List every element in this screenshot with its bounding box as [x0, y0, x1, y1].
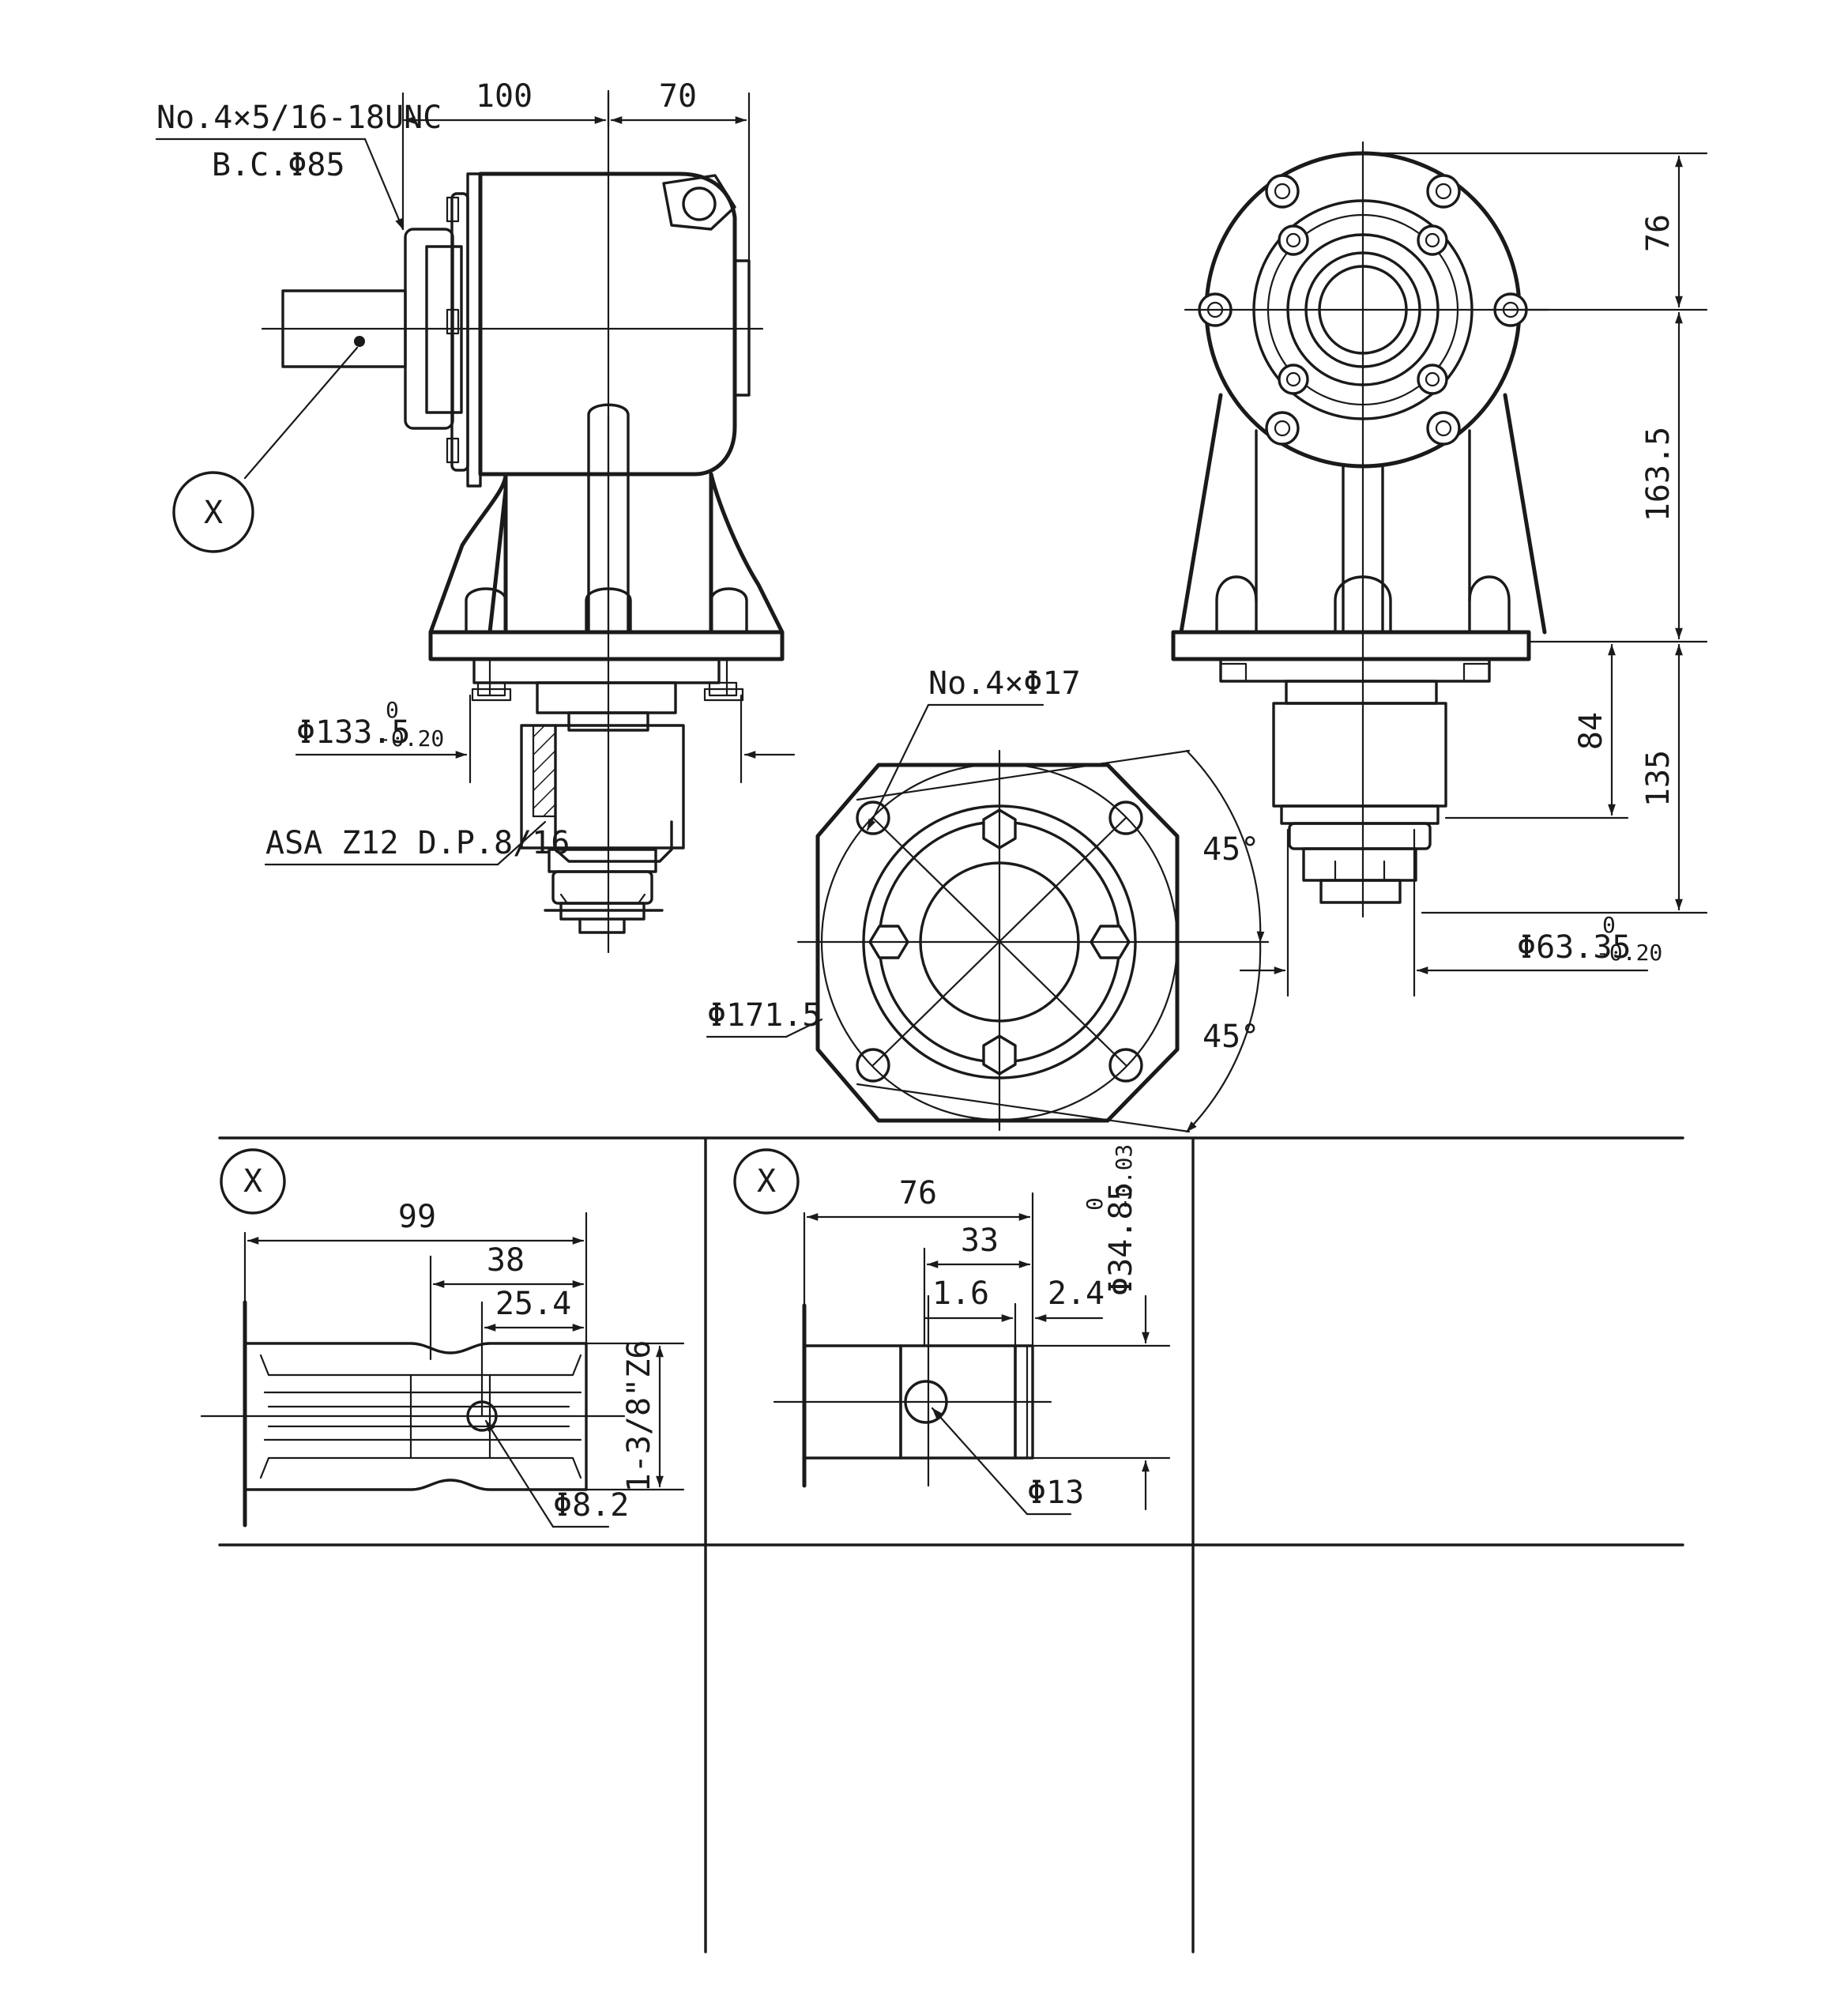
front-base-flange — [1171, 630, 1531, 661]
dim-76: 76 — [899, 1175, 937, 1211]
bottom-view: 45° 45° No.4×Φ17 Φ171.5 — [706, 665, 1270, 1133]
mounting-holes — [856, 801, 1143, 1083]
angle-top-label: 45° — [1203, 831, 1259, 868]
pin-hole-marker — [354, 336, 365, 347]
detail-left: X 99 38 25.4 1-3/8"Z6 Φ8.2 — [200, 1148, 685, 1528]
output-shaft — [520, 724, 685, 850]
bolt-spec-label: No.4×5/16-18UNC — [156, 100, 442, 136]
front-view-dimensions: 76 163.5 84 135 Φ63.35 0 -0.20 — [1239, 152, 1708, 997]
dim-1-6: 1.6 — [932, 1275, 989, 1312]
detail-table-grid — [218, 1136, 1684, 1953]
nut — [446, 437, 460, 464]
dim-25-4: 25.4 — [495, 1286, 571, 1322]
detail-left-ref: X — [243, 1163, 262, 1200]
dim-99: 99 — [398, 1199, 436, 1235]
hole-spec-label: No.4×Φ17 — [928, 665, 1081, 702]
dim-84: 84 — [1573, 712, 1609, 750]
mid-shaft-dia: Φ34.85 — [1103, 1182, 1139, 1297]
dim-76-vertical: 76 — [1640, 214, 1677, 252]
flange-dia-tol-upper: 0 — [386, 697, 399, 723]
side-view-dimensions: 100 70 No.4×5/16-18UNC B.C.Φ85 X Φ133.5 … — [155, 78, 796, 866]
detail-middle: X 76 33 1.6 2.4 Φ34.85 0 -0.03 Φ13 — [733, 1144, 1171, 1516]
detail-mid-ref: X — [757, 1163, 776, 1200]
front-view — [1171, 141, 1550, 918]
flange-dia-tol-lower: -0.20 — [378, 725, 444, 752]
detail-mid-ref-circle — [733, 1148, 800, 1215]
mid-shaft-tol-upper: 0 — [1082, 1197, 1108, 1211]
dim-163-5: 163.5 — [1640, 427, 1677, 522]
mid-pin-hole-label: Φ13 — [1027, 1475, 1084, 1511]
shaft-dia-tol-upper: 0 — [1602, 912, 1616, 938]
angle-bottom-label: 45° — [1203, 1019, 1259, 1055]
bolt-circle-label: B.C.Φ85 — [212, 147, 345, 183]
dim-135: 135 — [1640, 750, 1677, 807]
pin-hole-label: Φ8.2 — [553, 1487, 629, 1524]
shaft-dia-label: Φ63.35 — [1517, 929, 1632, 966]
breather-plug — [662, 174, 736, 231]
spline-section-hatch — [532, 724, 557, 818]
base-flange — [428, 630, 785, 661]
dim-70: 70 — [659, 78, 697, 115]
front-castle-nut — [1319, 879, 1402, 904]
spline-spec: 1-3/8"Z6 — [621, 1340, 657, 1493]
spline-spec-label: ASA Z12 D.P.8/16 — [265, 825, 570, 861]
pcd-dia-label: Φ171.5 — [707, 997, 822, 1034]
dim-100: 100 — [476, 78, 533, 115]
side-view — [261, 89, 785, 954]
detail-x-callout-circle — [172, 471, 254, 553]
flange-dia-label: Φ133.5 — [296, 714, 411, 751]
dim-38: 38 — [487, 1242, 525, 1279]
detail-x-callout-label: X — [204, 495, 223, 531]
detail-left-ref-circle — [220, 1148, 286, 1215]
dim-33: 33 — [961, 1223, 999, 1259]
inner-bolts — [1278, 224, 1448, 395]
front-output-shaft — [1272, 702, 1447, 808]
shaft-dia-tol-lower: -0.20 — [1596, 940, 1662, 966]
dim-2-4: 2.4 — [1048, 1275, 1105, 1312]
mid-shaft-tol-lower: -0.03 — [1111, 1144, 1137, 1211]
nut — [446, 196, 460, 223]
nut — [446, 308, 460, 335]
